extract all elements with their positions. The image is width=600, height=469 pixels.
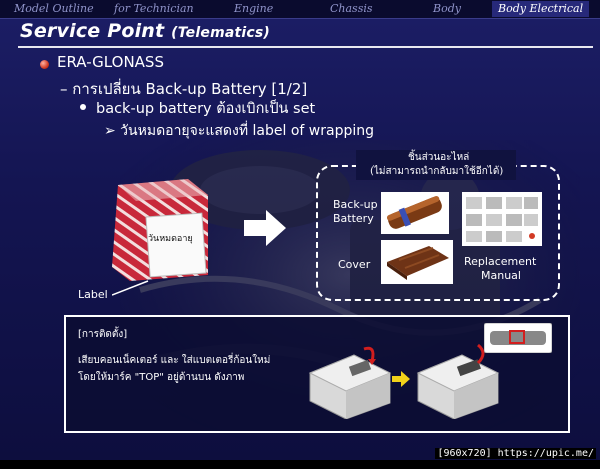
right-arrow-icon	[244, 210, 286, 246]
nav-item-for-technician[interactable]: for Technician	[114, 2, 194, 15]
label-pointer-line	[112, 280, 149, 296]
top-mark-callout-image	[484, 323, 552, 353]
cover-label: Cover	[338, 258, 371, 271]
bullet-level2: – การเปลี่ยน Back-up Battery [1/2]	[60, 80, 308, 98]
bullet-dot-icon	[80, 104, 86, 110]
backup-battery-label-line1: Back-up	[333, 198, 378, 211]
spare-parts-heading-line2: (ไม่สามารถนำกลับมาใช้อีกได้)	[370, 166, 504, 177]
bullet-ball-icon	[40, 60, 49, 69]
replacement-manual-label-line2: Manual	[481, 269, 521, 282]
bullet-level3: back-up battery ต้องเบิกเป็น set	[96, 101, 316, 117]
footer-bar	[0, 460, 600, 469]
backup-battery-image	[381, 192, 449, 234]
replacement-manual-label-line1: Replacement	[464, 255, 537, 268]
telematics-module-before-image	[308, 346, 392, 419]
spare-parts-heading-line1: ชิ้นส่วนอะไหล่	[408, 152, 470, 163]
title-underline	[18, 46, 593, 48]
installation-text-line2: โดยให้มาร์ค "TOP" อยู่ด้านบน ดังภาพ	[78, 372, 245, 383]
telematics-module-after-image	[416, 343, 500, 419]
replacement-manual-image	[462, 192, 542, 246]
nav-item-chassis[interactable]: Chassis	[330, 2, 373, 15]
bullet-level1: ERA-GLONASS	[57, 53, 164, 71]
packaged-part-image	[112, 179, 208, 281]
page-title: Service Point (Telematics)	[20, 20, 270, 42]
nav-item-body-electrical[interactable]: Body Electrical	[492, 1, 590, 17]
nav-item-body[interactable]: Body	[433, 2, 461, 15]
installation-heading: [การติดตั้ง]	[78, 329, 128, 340]
nav-item-engine[interactable]: Engine	[234, 2, 274, 15]
backup-battery-label-line2: Battery	[333, 212, 374, 225]
top-navigation: Model Outline for Technician Engine Chas…	[0, 0, 600, 19]
cover-image	[381, 240, 453, 284]
title-sub: (Telematics)	[171, 25, 271, 41]
yellow-arrow-icon	[392, 371, 410, 387]
bullet-level4: ➢ วันหมดอายุจะแสดงที่ label of wrapping	[104, 123, 374, 139]
watermark: [960x720] https://upic.me/	[435, 448, 596, 459]
expiry-tag-text: วันหมดอายุ	[148, 234, 193, 244]
title-main: Service Point	[20, 20, 165, 42]
installation-text-line1: เสียบคอนเน็คเตอร์ และ ใส่แบตเตอรี่ก้อนให…	[78, 355, 271, 366]
spare-parts-heading-backdrop	[356, 150, 516, 180]
nav-item-model-outline[interactable]: Model Outline	[14, 2, 94, 15]
label-caption: Label	[78, 288, 108, 301]
